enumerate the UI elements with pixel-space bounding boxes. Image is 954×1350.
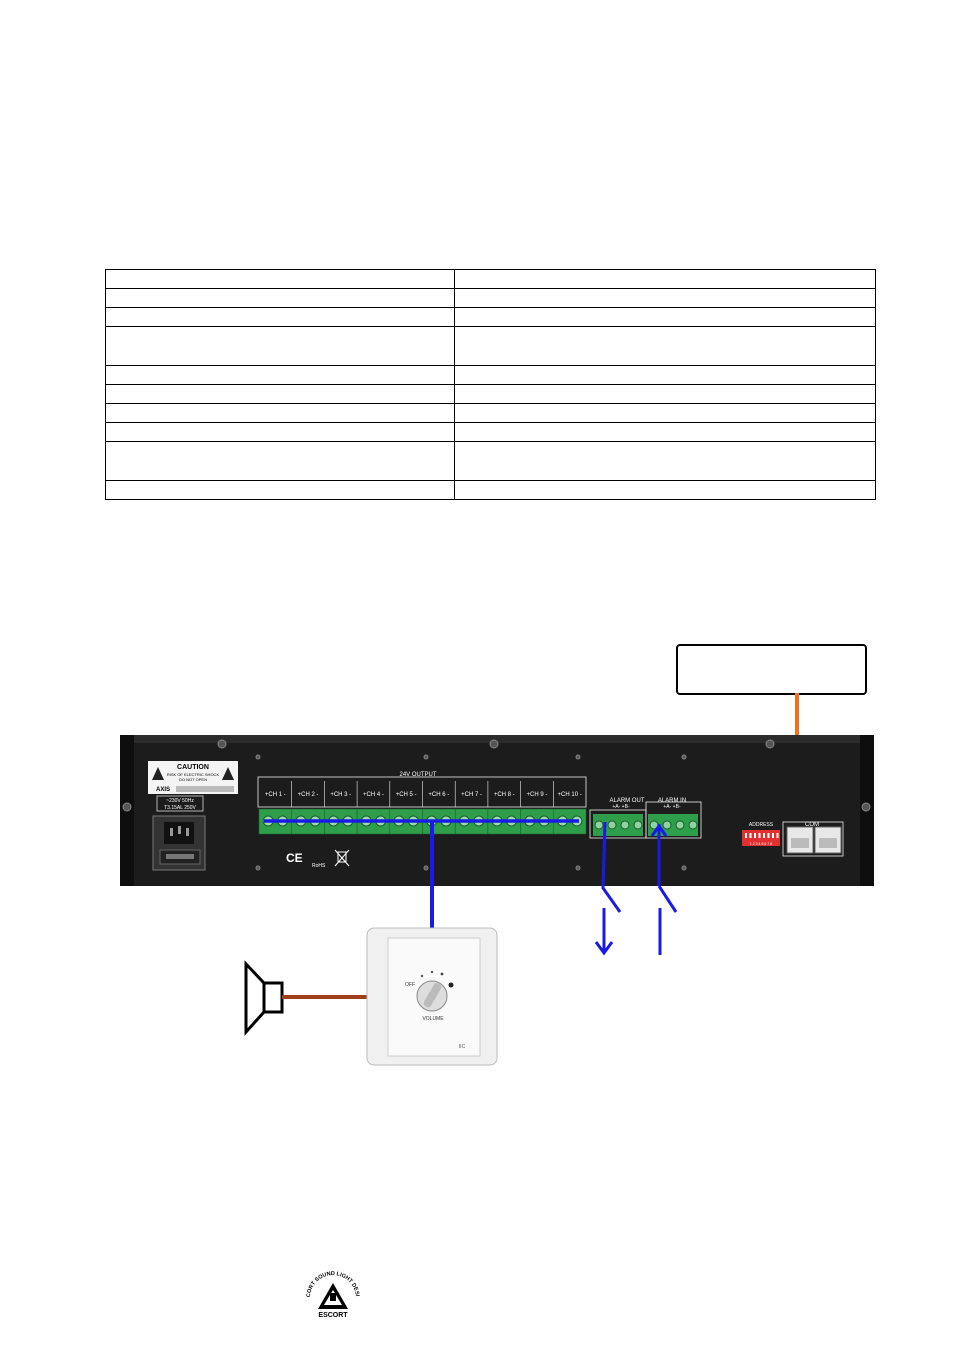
ce-mark: CE bbox=[286, 851, 303, 865]
volume-label: VOLUME bbox=[422, 1016, 444, 1022]
alarm-out-terminal-block bbox=[593, 814, 643, 836]
channel-label: +CH 10 - bbox=[558, 792, 582, 798]
spec-label-cell bbox=[105, 441, 455, 481]
power-line-1: ~230V 50Hz bbox=[166, 798, 194, 804]
controller-callout-box bbox=[676, 644, 867, 695]
address-label: ADDRESS bbox=[749, 822, 774, 828]
alarm-in-label: ALARM IN bbox=[658, 798, 686, 804]
output-bracket bbox=[257, 776, 587, 808]
logo-name: ESCORT bbox=[318, 1312, 348, 1319]
device-rear-panel: CAUTION RISK OF ELECTRIC SHOCK DO NOT OP… bbox=[120, 735, 874, 886]
channel-label: +CH 9 - bbox=[527, 792, 548, 798]
power-line-2: T3.15AL 250V bbox=[164, 805, 196, 811]
alarm-out-label: ALARM OUT bbox=[609, 798, 644, 804]
channel-labels: +CH 1 - +CH 2 - +CH 3 - +CH 4 - +CH 5 - +CH 6… bbox=[265, 781, 582, 807]
dip-numbers: 1 2 3 4 5 6 7 8 bbox=[750, 842, 772, 846]
volume-corner-mark: IIC bbox=[459, 1044, 466, 1050]
com-label: COM bbox=[805, 822, 819, 828]
channel-label: +CH 2 - bbox=[298, 792, 319, 798]
spec-table bbox=[105, 269, 876, 500]
channel-label: +CH 3 - bbox=[330, 792, 351, 798]
power-rating-label: ~230V 50Hz T3.15AL 250V bbox=[156, 795, 204, 812]
alarm-in-terminals: +A- +B- bbox=[663, 804, 681, 810]
escort-logo: ESCORT SOUND LIGHT DESIGN ESCORT bbox=[0, 0, 360, 1319]
spec-value-cell bbox=[454, 326, 876, 366]
spec-row bbox=[105, 480, 876, 500]
spec-label-cell bbox=[105, 326, 455, 366]
channel-label: +CH 7 - bbox=[461, 792, 482, 798]
channel-label: +CH 4 - bbox=[363, 792, 384, 798]
alarm-in-wire bbox=[650, 823, 678, 955]
spec-value-cell bbox=[454, 480, 876, 500]
weee-icon bbox=[334, 849, 350, 867]
caution-brand: AXIS bbox=[156, 787, 170, 793]
volume-control: OFF VOLUME IIC bbox=[366, 927, 498, 1066]
logo-ring-text: ESCORT SOUND LIGHT DESIGN bbox=[0, 0, 360, 1298]
caution-title: CAUTION bbox=[177, 764, 209, 771]
svg-text:ESCORT SOUND LIGHT DESIGN: ESCORT SOUND LIGHT DESIGN bbox=[0, 0, 360, 1298]
spec-row bbox=[105, 269, 876, 289]
alarm-out-wire bbox=[594, 821, 622, 956]
spec-row bbox=[105, 422, 876, 442]
channel-label: +CH 8 - bbox=[494, 792, 515, 798]
volume-off-label: OFF bbox=[405, 982, 415, 988]
address-dip-switch: 1 2 3 4 5 6 7 8 bbox=[742, 830, 780, 846]
alarm-out-terminals: +A- +B- bbox=[612, 804, 630, 810]
speaker-icon bbox=[244, 960, 284, 1036]
power-inlet bbox=[152, 815, 206, 871]
channel-label: +CH 6 - bbox=[428, 792, 449, 798]
spec-row bbox=[105, 326, 876, 366]
rohs-mark: RoHS bbox=[312, 863, 326, 869]
spec-value-cell bbox=[454, 441, 876, 481]
caution-line-1: RISK OF ELECTRIC SHOCK bbox=[167, 772, 220, 777]
channel-label: +CH 5 - bbox=[396, 792, 417, 798]
channel-label: +CH 1 - bbox=[265, 792, 286, 798]
chassis-screws bbox=[122, 739, 871, 871]
com-port-2 bbox=[814, 826, 842, 854]
output-label: 24V OUTPUT bbox=[399, 772, 436, 778]
caution-line-2: DO NOT OPEN bbox=[179, 777, 207, 782]
spec-row bbox=[105, 441, 876, 481]
caution-label: CAUTION RISK OF ELECTRIC SHOCK DO NOT OP… bbox=[148, 761, 238, 794]
com-port-1 bbox=[786, 826, 814, 854]
